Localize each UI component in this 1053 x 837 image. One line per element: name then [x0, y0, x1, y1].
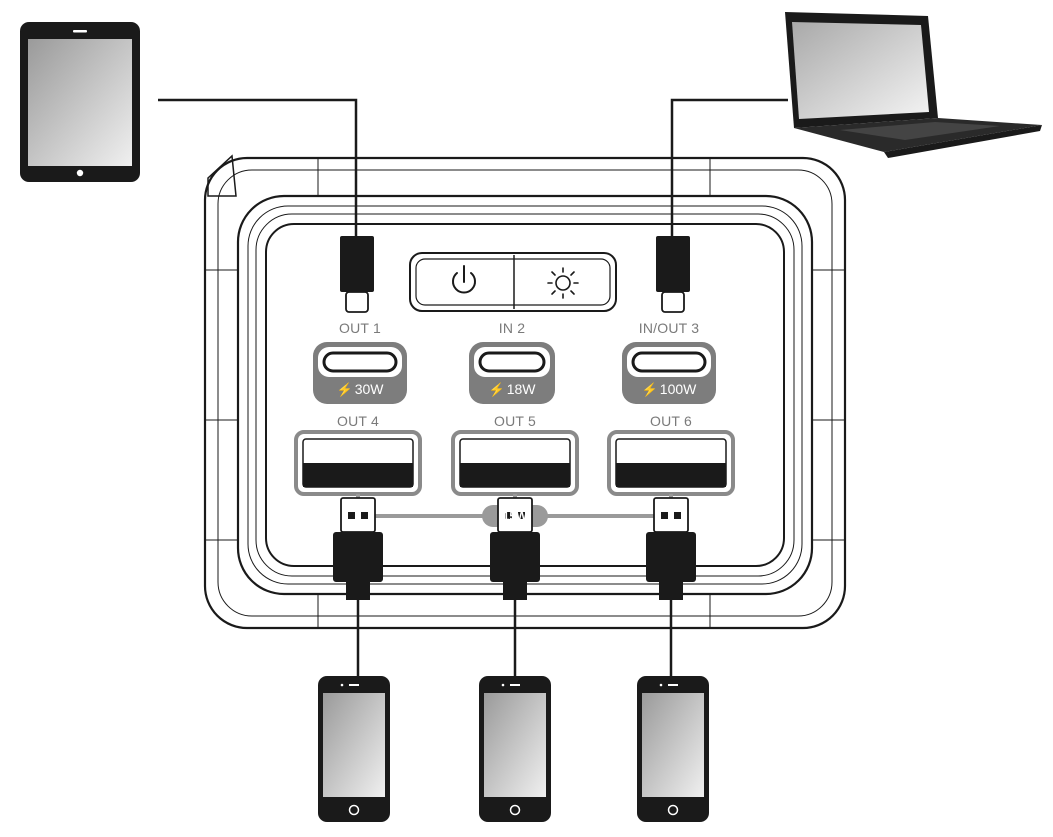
port-label-out1: OUT 1 — [339, 320, 381, 336]
light-button[interactable] — [516, 261, 608, 303]
tablet-cable — [158, 98, 374, 313]
watt-value-in2: 18W — [506, 381, 536, 397]
watt-label-inout3: ⚡100W — [622, 381, 716, 398]
phone-device-3 — [637, 676, 709, 822]
sun-icon — [547, 267, 579, 299]
laptop-cable — [656, 98, 788, 313]
bolt-icon: ⚡ — [488, 382, 505, 397]
usb-a-plug-out5 — [490, 497, 540, 676]
usb-a-port-out6[interactable] — [607, 430, 735, 496]
watt-label-in2: ⚡18W — [469, 381, 555, 398]
watt-value-inout3: 100W — [659, 381, 697, 397]
usb-c-port-in2[interactable] — [469, 342, 555, 404]
port-label-out6: OUT 6 — [650, 413, 692, 429]
usb-a-port-out5[interactable] — [451, 430, 579, 496]
usb-a-port-out4[interactable] — [294, 430, 422, 496]
phone-device-2 — [479, 676, 551, 822]
watt-label-out1: ⚡30W — [313, 381, 407, 398]
usb-a-badge: 15W — [502, 509, 528, 523]
tablet-device — [20, 22, 140, 182]
power-icon — [452, 265, 476, 294]
port-label-out4: OUT 4 — [337, 413, 379, 429]
bolt-icon: ⚡ — [336, 382, 353, 397]
usb-c-port-out1[interactable] — [313, 342, 407, 404]
watt-value-out1: 30W — [354, 381, 384, 397]
usb-a-plug-out4 — [333, 497, 383, 676]
port-label-inout3: IN/OUT 3 — [638, 320, 700, 336]
bolt-icon: ⚡ — [641, 382, 658, 397]
usb-a-plug-out6 — [646, 497, 696, 676]
port-label-out5: OUT 5 — [494, 413, 536, 429]
port-label-in2: IN 2 — [498, 320, 526, 336]
laptop-device — [785, 12, 1042, 158]
usb-c-port-inout3[interactable] — [622, 342, 716, 404]
button-panel — [409, 252, 617, 312]
power-button[interactable] — [418, 261, 512, 303]
phone-device-1 — [318, 676, 390, 822]
